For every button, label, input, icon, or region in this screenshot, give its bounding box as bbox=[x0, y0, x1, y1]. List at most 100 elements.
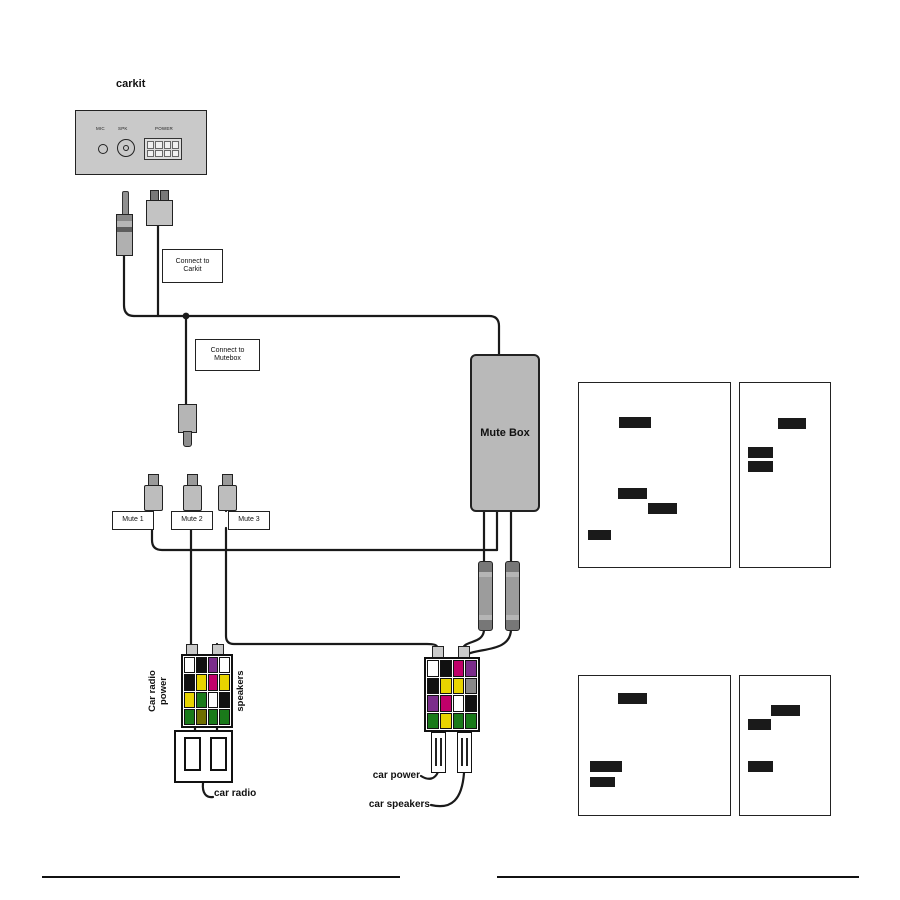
power-pin bbox=[155, 141, 163, 149]
redacted-text-bar bbox=[648, 503, 677, 514]
pin-cell bbox=[184, 657, 195, 674]
pin-cell bbox=[207, 674, 219, 691]
redacted-text-bar bbox=[748, 761, 773, 772]
pin-cell bbox=[465, 677, 477, 694]
car-radio-label: car radio bbox=[214, 788, 257, 799]
redacted-text-bar bbox=[771, 705, 800, 716]
pin-cell bbox=[427, 660, 439, 677]
curve-car-speakers bbox=[429, 771, 466, 808]
connect-to-carkit-label: Connect to Carkit bbox=[162, 249, 223, 283]
power-pin bbox=[147, 141, 155, 149]
curve-car-radio bbox=[201, 781, 215, 799]
speaker-jack-pin bbox=[122, 144, 129, 151]
pin-cell bbox=[439, 677, 452, 694]
power-pin bbox=[163, 149, 171, 157]
redacted-note-panel bbox=[739, 675, 831, 816]
redacted-note-panel bbox=[578, 382, 731, 568]
pin-cell bbox=[195, 657, 207, 674]
pin-cell bbox=[439, 712, 452, 729]
mute2-plug bbox=[183, 485, 202, 511]
redacted-text-bar bbox=[748, 447, 773, 458]
connector-slot bbox=[461, 738, 463, 766]
redacted-text-bar bbox=[778, 418, 806, 429]
spk-port-label: SPK bbox=[118, 126, 128, 131]
pin-cell bbox=[452, 677, 465, 694]
wire-mute1 bbox=[150, 526, 499, 552]
carkit-title: carkit bbox=[116, 78, 146, 90]
pin-cell bbox=[439, 660, 452, 677]
connect-to-mutebox-label: Connect to Mutebox bbox=[195, 339, 260, 371]
car-harness-iso-pinblock bbox=[424, 657, 480, 732]
redacted-text-bar bbox=[748, 461, 773, 472]
speakers-label: speakers bbox=[235, 670, 246, 712]
redacted-text-bar bbox=[619, 417, 651, 428]
pin-cell bbox=[195, 691, 207, 708]
wire-inline-b-to-block bbox=[466, 627, 513, 656]
connector-prong bbox=[210, 737, 227, 771]
pin-cell bbox=[207, 657, 219, 674]
mute-box-device: Mute Box bbox=[470, 354, 540, 512]
power-pin bbox=[163, 141, 171, 149]
audio-jack-plug bbox=[116, 214, 133, 256]
pin-cell bbox=[195, 674, 207, 691]
car-radio-connector bbox=[174, 730, 233, 783]
connector-slot bbox=[440, 738, 442, 766]
pin-cell bbox=[465, 712, 477, 729]
car-radio-iso-pinblock bbox=[181, 654, 233, 728]
pin-cell bbox=[452, 695, 465, 712]
power-pin bbox=[171, 141, 179, 149]
connector-slot bbox=[466, 738, 468, 766]
curve-car-power bbox=[419, 770, 440, 780]
power-connector-port bbox=[144, 138, 182, 160]
wire-main-to-mutebox bbox=[132, 314, 501, 356]
pin-cell bbox=[195, 708, 207, 725]
pin-cell bbox=[219, 691, 230, 708]
carkit-cable-connector bbox=[146, 200, 173, 226]
redacted-text-bar bbox=[588, 530, 611, 540]
pin-cell bbox=[427, 677, 439, 694]
redacted-text-bar bbox=[590, 761, 622, 772]
car-radio-power-label: Car radio power bbox=[147, 670, 169, 712]
redacted-text-bar bbox=[618, 488, 647, 499]
carkit-device: MIC SPK POWER bbox=[75, 110, 207, 175]
pin-cell bbox=[452, 660, 465, 677]
pin-cell bbox=[184, 708, 195, 725]
car-speakers-connector bbox=[457, 732, 472, 773]
wire-jack-down bbox=[122, 252, 136, 318]
mute2-label: Mute 2 bbox=[171, 511, 213, 530]
car-power-label: car power bbox=[372, 770, 420, 781]
mic-jack-port bbox=[98, 144, 108, 154]
connector-slot bbox=[435, 738, 437, 766]
mute3-label: Mute 3 bbox=[228, 511, 270, 530]
redacted-text-bar bbox=[590, 777, 615, 787]
pin-cell bbox=[219, 674, 230, 691]
car-power-connector bbox=[431, 732, 446, 773]
pin-cell bbox=[219, 708, 230, 725]
power-pin bbox=[155, 149, 163, 157]
mutebox-cable-plug-tip bbox=[183, 431, 192, 447]
redacted-text-bar bbox=[748, 719, 771, 730]
pin-cell bbox=[427, 712, 439, 729]
speaker-jack-port bbox=[117, 139, 135, 157]
footer-rule-right bbox=[497, 876, 859, 878]
mutebox-cable-plug bbox=[178, 404, 197, 433]
pin-cell bbox=[184, 674, 195, 691]
mute1-plug bbox=[144, 485, 163, 511]
pin-cell bbox=[465, 660, 477, 677]
pin-cell bbox=[207, 691, 219, 708]
pin-cell bbox=[219, 657, 230, 674]
pin-cell bbox=[184, 691, 195, 708]
mic-port-label: MIC bbox=[96, 126, 105, 131]
pin-cell bbox=[439, 695, 452, 712]
car-speakers-label: car speakers bbox=[368, 799, 430, 810]
inline-connector bbox=[505, 561, 520, 631]
power-pin bbox=[147, 149, 155, 157]
inline-connector bbox=[478, 561, 493, 631]
junction-dot bbox=[182, 312, 190, 320]
pin-cell bbox=[465, 695, 477, 712]
footer-rule-left bbox=[42, 876, 400, 878]
power-port-label: POWER bbox=[155, 126, 174, 131]
redacted-text-bar bbox=[618, 693, 647, 704]
